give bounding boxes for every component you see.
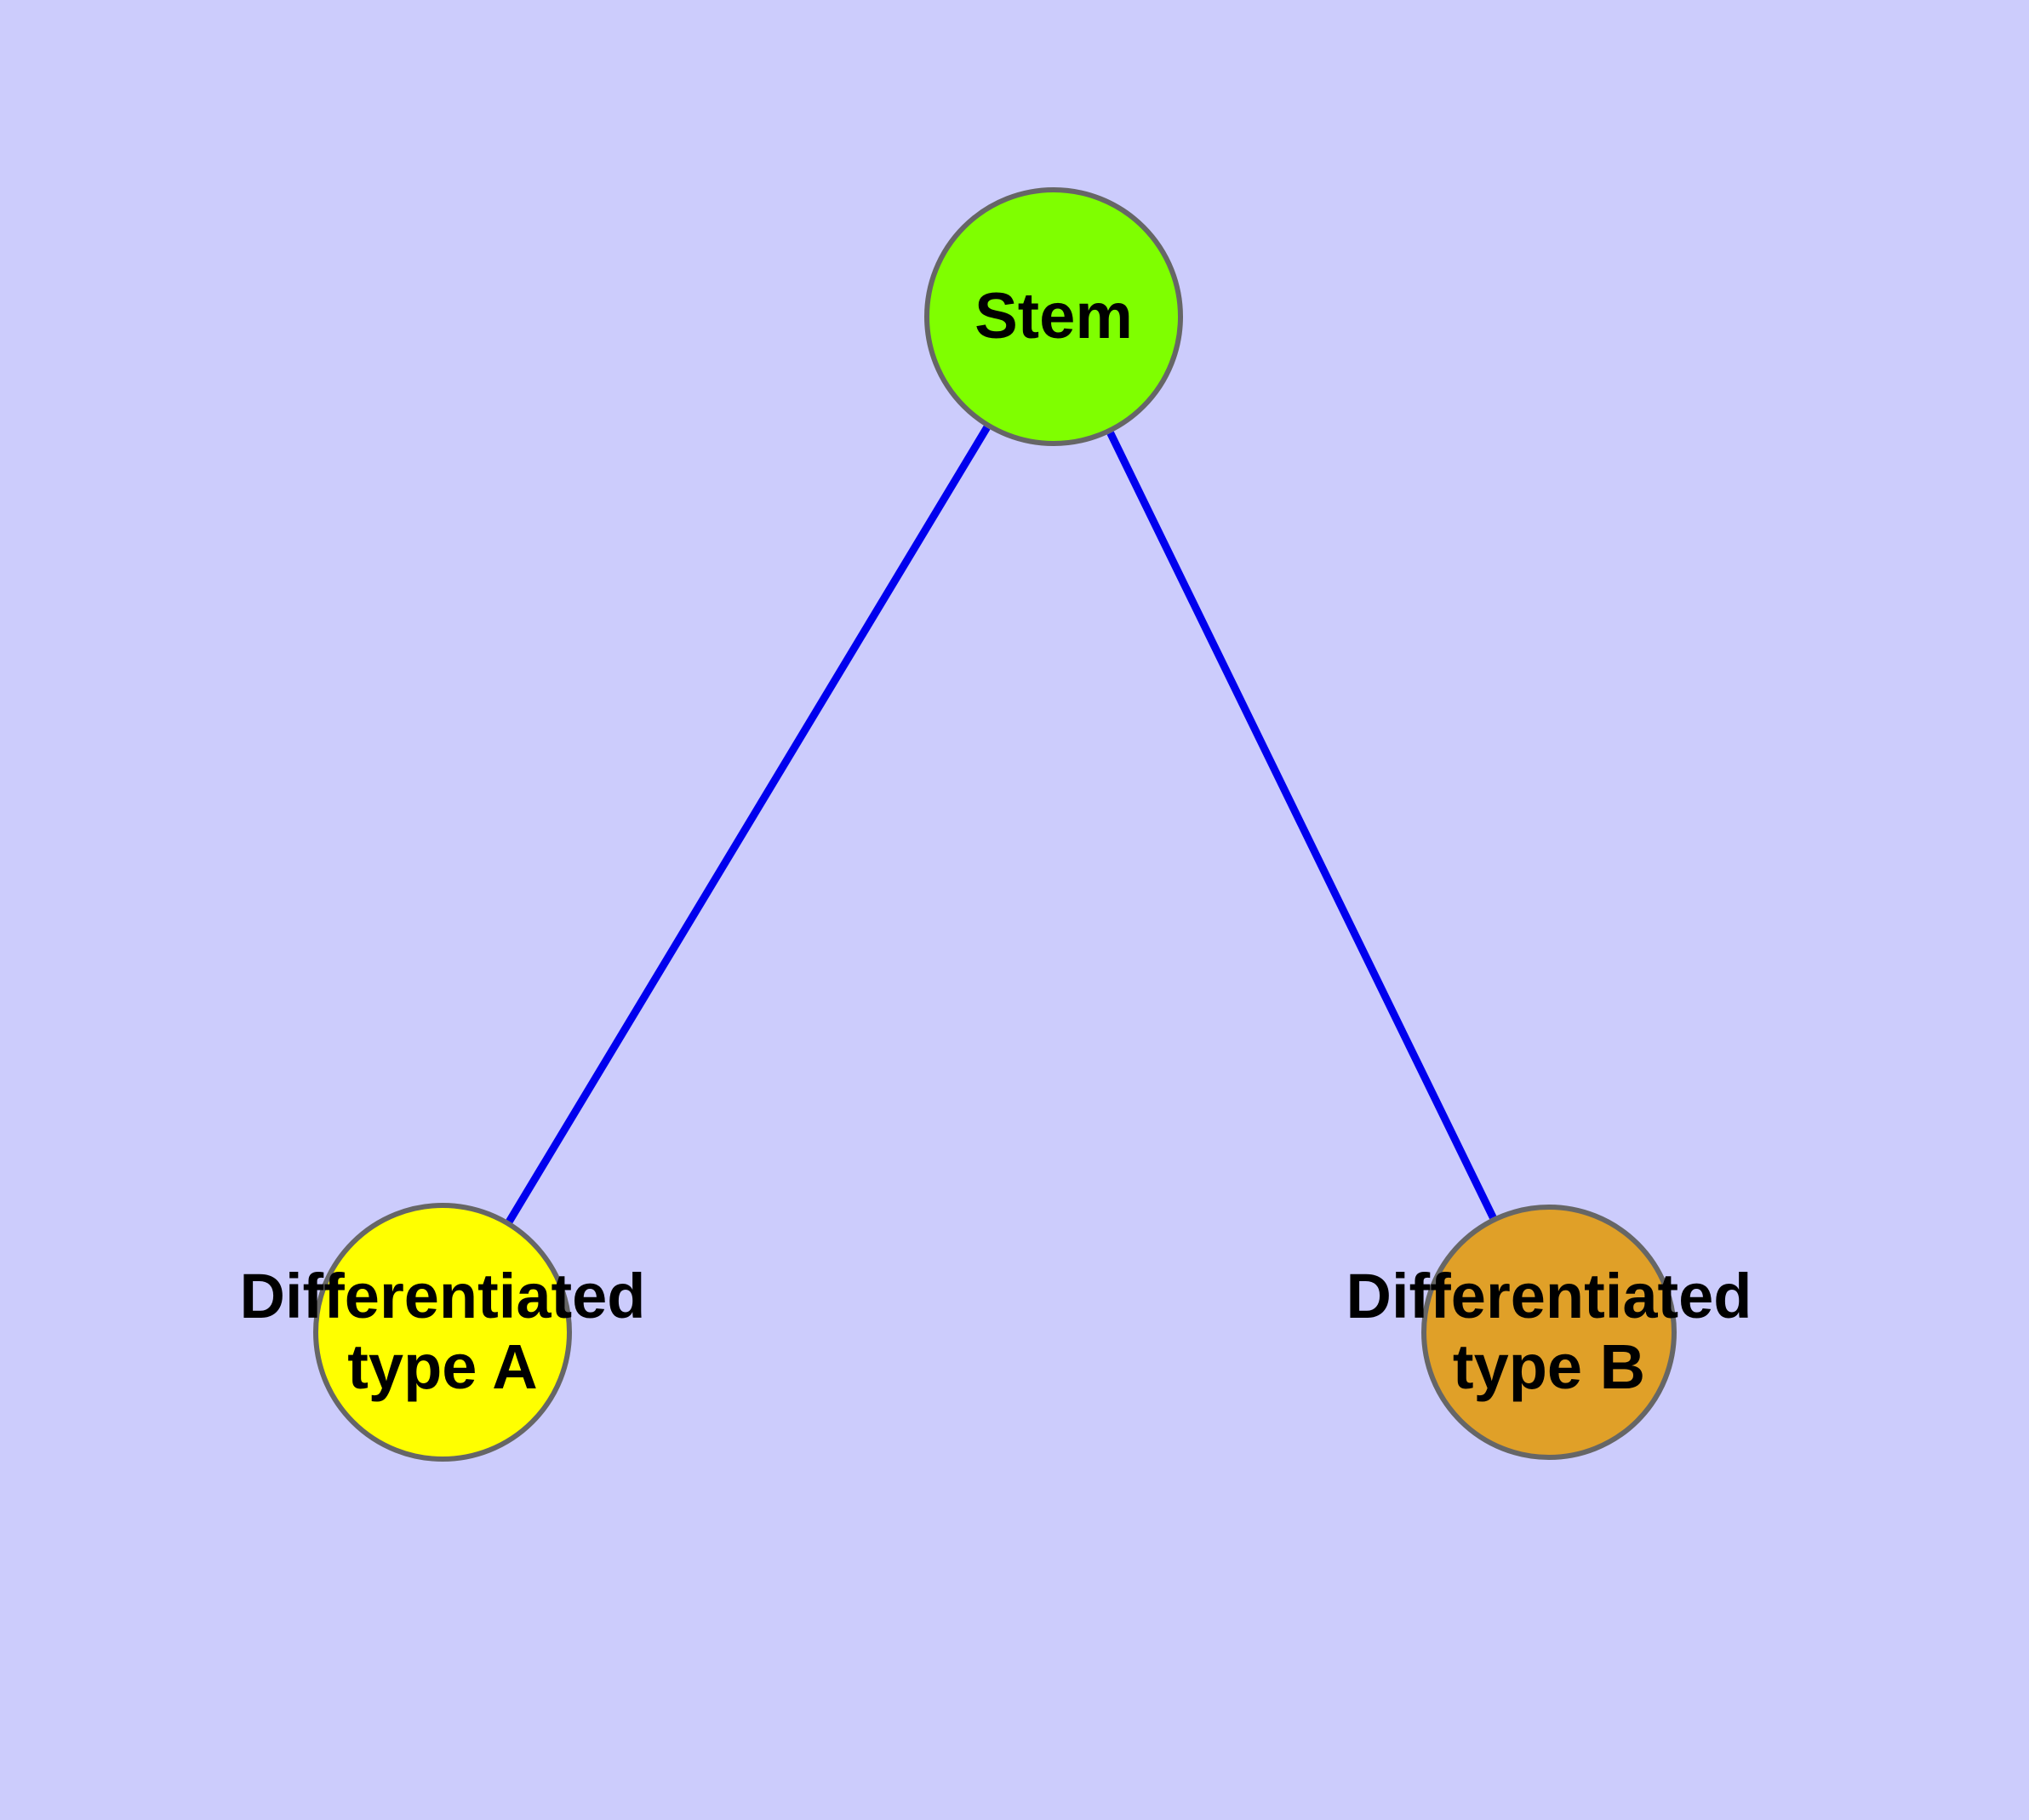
node-differentiated-type-a[interactable] bbox=[313, 1203, 572, 1462]
node-differentiated-type-b[interactable] bbox=[1421, 1205, 1677, 1460]
edge-stem-to-diff-a[interactable] bbox=[506, 425, 991, 1224]
node-stem[interactable] bbox=[924, 187, 1183, 446]
edge-stem-to-diff-b[interactable] bbox=[1106, 431, 1497, 1220]
